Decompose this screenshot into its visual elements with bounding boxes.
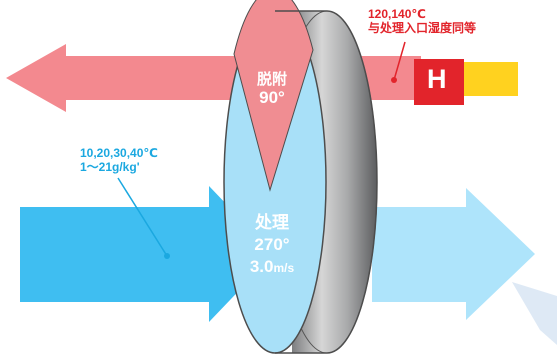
process-inlet-arrow	[20, 186, 274, 322]
regen-label-leader	[393, 41, 406, 81]
regen-inlet-label: 120,140℃ 与处理入口湿度同等	[368, 7, 477, 36]
process-zone-angle: 270°	[254, 234, 290, 254]
process-zone-name: 处理	[255, 213, 289, 232]
desorption-label: 脱附 90°	[248, 71, 296, 108]
process-inlet-label: 10,20,30,40℃ 1～21g/kg'	[80, 146, 158, 175]
process-velocity-unit: m/s	[273, 260, 295, 275]
process-label-leader	[117, 177, 168, 257]
process-inlet-temperature: 10,20,30,40℃	[80, 146, 158, 160]
regen-inlet-temperature: 120,140℃	[368, 7, 426, 21]
outlet-streak	[512, 282, 557, 345]
process-outlet-arrow	[372, 188, 535, 320]
desorption-zone-angle: 90°	[259, 88, 285, 108]
regen-inlet-humidity-note: 与处理入口湿度同等	[368, 20, 477, 35]
regen-inlet-duct	[455, 62, 518, 96]
heater-label: H	[427, 64, 447, 94]
heater-box	[414, 59, 464, 105]
rotor-right-edge	[326, 10, 378, 354]
process-velocity-value: 3.0	[249, 256, 274, 276]
regen-label-dot	[391, 77, 397, 83]
desorption-zone-name: 脱附	[256, 71, 287, 88]
process-inlet-humidity: 1～21g/kg'	[80, 159, 140, 174]
process-zone-label: 处理 270° 3.0m/s	[238, 212, 306, 277]
rotor-desorption-sector	[233, 0, 314, 192]
process-label-dot	[164, 253, 170, 259]
process-zone-velocity: 3.0m/s	[238, 256, 306, 278]
